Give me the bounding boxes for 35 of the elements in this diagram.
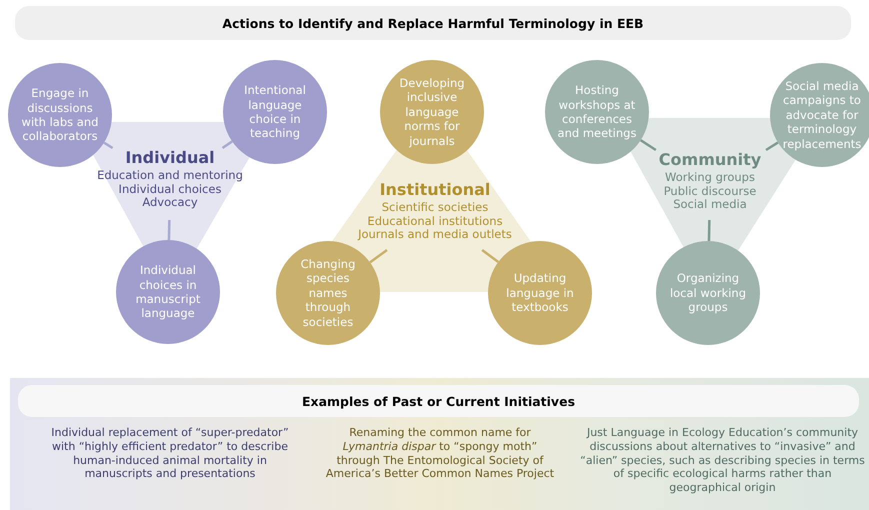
category-item: Public discourse <box>664 184 756 198</box>
connector-line <box>481 249 499 263</box>
category-heading: Institutional <box>380 180 490 201</box>
circle-node: Changing species names through societies <box>276 241 380 345</box>
connector-line <box>765 142 779 152</box>
connector-line <box>168 220 171 240</box>
category-item: Educational institutions <box>367 214 503 228</box>
category-item: Social media <box>673 198 747 212</box>
connector-line <box>222 140 233 150</box>
category-item: Journals and media outlets <box>358 228 512 242</box>
category-item: Advocacy <box>142 196 198 210</box>
category-item: Education and mentoring <box>97 168 243 183</box>
circle-node: Updating language in textbooks <box>488 241 592 345</box>
example-text: Individual replacement of “super-predator” with “highly efficient predator” to describe human-induced animal mortality in manuscripts and presentations <box>50 426 290 481</box>
section-heading: Examples of Past or Current Initiatives <box>18 385 859 417</box>
circle-node: Intentional language choice in teaching <box>223 60 327 164</box>
category-item: Individual choices <box>118 182 222 196</box>
category-item: Working groups <box>665 170 755 185</box>
category-heading: Individual <box>125 148 215 169</box>
circle-node: Developing inclusive language norms for journals <box>380 60 484 164</box>
title-bar: Actions to Identify and Replace Harmful Terminology in EEB <box>15 6 851 40</box>
circle-node: Individual choices in manuscript language <box>116 240 220 344</box>
connector-line <box>369 249 388 264</box>
circle-node: Organizing local working groups <box>656 241 760 345</box>
category-heading: Community <box>658 150 762 171</box>
circle-node: Social media campaigns to advocate for terminology replacements <box>770 63 869 167</box>
example-text: Just Language in Ecology Education’s community discussions about alternatives to “invasive” and “alien” species, such as describing species in terms of specific ecological harms rather than geographical origin <box>580 426 865 495</box>
connector-line <box>640 139 656 152</box>
circle-node: Engage in discussions with labs and collaborators <box>8 63 112 167</box>
circle-node: Hosting workshops at conferences and meetings <box>545 60 649 164</box>
connector-line <box>708 220 711 242</box>
category-item: Scientific societies <box>382 200 488 215</box>
connector-line <box>103 142 114 150</box>
examples-panel <box>10 378 869 510</box>
example-text: Renaming the common name for Lymantria dispar to “spongy moth” through The Entomological Society of America’s Better Common Names Project <box>320 426 560 481</box>
